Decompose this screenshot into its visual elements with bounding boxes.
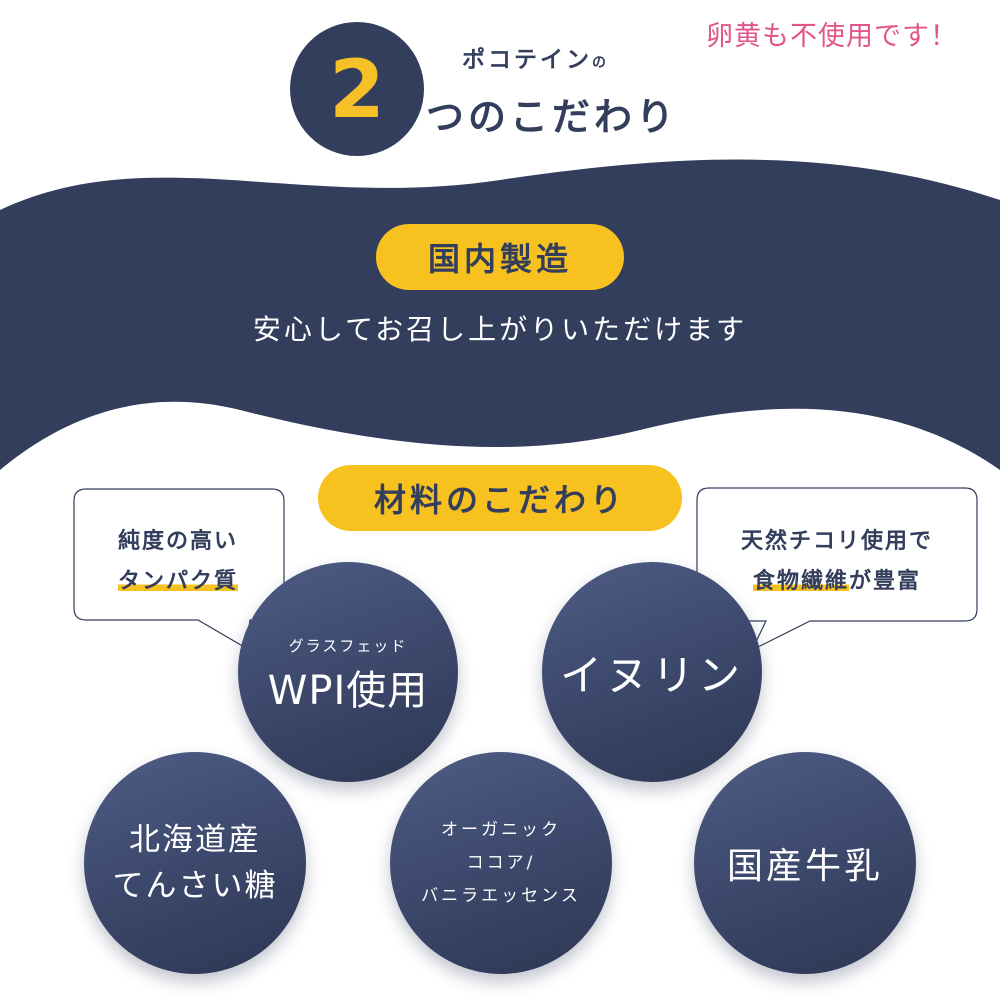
bubble-right-text: 天然チコリ使用で 食物繊維が豊富 (697, 522, 977, 602)
section-pill-ingredients: 材料のこだわり (318, 465, 682, 531)
page-title: つのこだわり (426, 95, 679, 139)
section-subtitle: 安心してお召し上がりいただけます (252, 313, 748, 346)
hokkaido-line2: てんさい糖 (112, 868, 278, 904)
section-pill-domestic: 国内製造 (376, 224, 624, 290)
circle-cocoa: オーガニック ココア/ バニラエッセンス (390, 752, 612, 974)
brand-name: ポコテイン (462, 47, 592, 73)
bubble-left-line1: 純度の高い (117, 529, 238, 554)
bubble-left-text: 純度の高い タンパク質 (74, 522, 282, 602)
cocoa-line2: ココア/ (466, 852, 536, 873)
bubble-right-highlight: 食物繊維 (752, 569, 849, 594)
number-badge (290, 22, 424, 156)
bubble-right-line1: 天然チコリ使用で (740, 529, 933, 554)
note-text: 卵黄も不使用です！ (706, 21, 958, 52)
wpi-caption: グラスフェッド (288, 636, 408, 655)
cocoa-line3: バニラエッセンス (421, 885, 581, 906)
wpi-label: WPI使用 (267, 667, 429, 714)
hokkaido-line1: 北海道産 (129, 822, 261, 858)
brand-title: ポコテインの (462, 40, 606, 74)
circle-domestic-milk: 国産牛乳 (694, 752, 916, 974)
bubble-left-line2: タンパク質 (117, 569, 238, 594)
brand-suffix: の (592, 55, 606, 71)
bubble-right-line2-rest: が豊富 (849, 569, 922, 594)
inulin-label: イヌリン (559, 650, 744, 700)
milk-label: 国産牛乳 (726, 846, 883, 887)
circle-hokkaido: 北海道産 てんさい糖 (84, 752, 306, 974)
circle-wpi: グラスフェッド WPI使用 (238, 562, 458, 782)
cocoa-line1: オーガニック (441, 819, 561, 840)
circle-inulin: イヌリン (542, 562, 762, 782)
number-text: 2 (329, 42, 385, 136)
